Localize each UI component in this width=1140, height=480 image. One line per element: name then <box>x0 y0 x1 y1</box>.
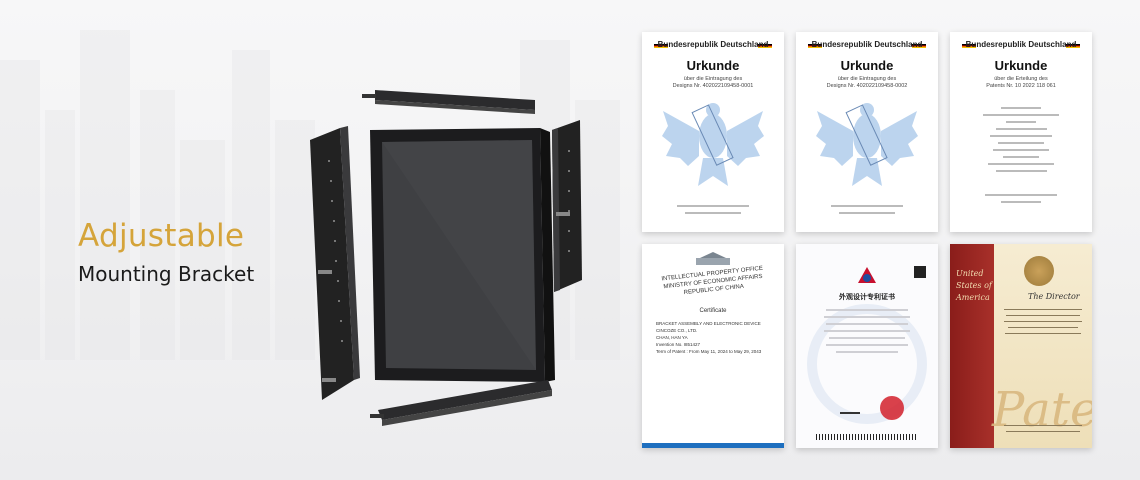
certificate-footer-lines <box>1002 420 1084 437</box>
certificate-title: 外观设计专利证书 <box>839 294 895 301</box>
german-flag-icon <box>1066 44 1080 48</box>
certificate-text-lines <box>970 102 1072 208</box>
us-title-line2: States of <box>956 281 992 290</box>
patent-script-word: Patent <box>992 382 1092 438</box>
certificate-subtitle-line1: über die Eintragung des <box>837 76 897 82</box>
certificate-header: Bundesrepublik Deutschland <box>965 40 1077 49</box>
barcode-icon <box>816 434 918 440</box>
headline: Adjustable Mounting Bracket <box>78 218 254 286</box>
certificate-subtitle: über die Eintragung des Designs Nr. 4020… <box>806 76 928 90</box>
certificate-title: Urkunde <box>994 58 1048 73</box>
certificate-germany-design-1: Bundesrepublik Deutschland Urkunde über … <box>642 32 784 232</box>
headline-subtitle: Mounting Bracket <box>78 262 255 286</box>
us-title-line1: United <box>956 269 984 278</box>
certificate-text-lines <box>1002 304 1084 339</box>
bottom-bracket <box>370 380 552 426</box>
monitor-bracket-illustration <box>310 90 582 426</box>
building-emblem-icon <box>696 252 730 265</box>
certificate-us-patent: United States of America The Director Pa… <box>950 244 1092 448</box>
gold-seal-icon <box>1024 256 1054 286</box>
eagle-watermark-icon <box>816 103 918 186</box>
headline-title: Adjustable <box>78 218 245 254</box>
certificate-china-design-patent: 外观设计专利证书 <box>796 244 938 448</box>
certificate-subtitle-line1: über die Erteilung des <box>994 76 1048 82</box>
certificate-germany-design-2: Bundesrepublik Deutschland Urkunde über … <box>796 32 938 232</box>
us-title-line3: America <box>956 293 990 302</box>
certificate-header: Bundesrepublik Deutschland <box>811 40 923 49</box>
certificate-subtitle: über die Erteilung des Patents Nr. 10 20… <box>960 76 1082 90</box>
left-bracket <box>310 126 360 400</box>
inventor-name: CHAN, HAN YA <box>656 335 688 340</box>
qr-code-icon <box>914 266 926 278</box>
german-flag-icon <box>912 44 926 48</box>
right-bracket <box>552 120 582 292</box>
certificate-text-lines <box>816 304 918 358</box>
certificate-body: BRACKET ASSEMBLY AND ELECTRONIC DEVICE C… <box>656 320 774 355</box>
issuing-office: INTELLECTUAL PROPERTY OFFICE MINISTRY OF… <box>642 263 784 302</box>
certificate-title: Urkunde <box>840 58 894 73</box>
official-seal-icon <box>880 396 904 420</box>
german-flag-icon <box>808 44 822 48</box>
eagle-watermark-icon <box>662 103 764 186</box>
certificate-text-lines <box>816 200 918 219</box>
certificate-title: Urkunde <box>686 58 740 73</box>
director-heading: The Director <box>1028 292 1080 301</box>
certificate-subtitle-line1: über die Eintragung des <box>683 76 743 82</box>
monitor <box>370 128 555 382</box>
certificate-number: Patents Nr. 10 2022 118 061 <box>986 83 1056 89</box>
signature <box>840 404 860 414</box>
certificate-number: Designs Nr. 402022109458-0001 <box>672 83 754 89</box>
certificate-header: Bundesrepublik Deutschland <box>657 40 769 49</box>
invention-title: BRACKET ASSEMBLY AND ELECTRONIC DEVICE <box>656 321 761 326</box>
certificate-taiwan-patent: INTELLECTUAL PROPERTY OFFICE MINISTRY OF… <box>642 244 784 448</box>
certificate-number: Designs Nr. 402022109458-0002 <box>826 83 908 89</box>
top-bracket <box>362 90 535 114</box>
german-flag-icon <box>654 44 668 48</box>
red-ribbon <box>950 244 994 448</box>
patent-term: Term of Patent : From May 11, 2024 to Ma… <box>656 349 762 354</box>
patentee-name: CINCOZE CO., LTD. <box>656 328 698 333</box>
german-flag-icon <box>758 44 772 48</box>
certificate-heading: Certificate <box>699 308 727 314</box>
patent-office-logo-icon <box>858 267 876 283</box>
certificate-text-lines <box>662 200 764 219</box>
us-title: United States of America <box>956 268 992 304</box>
german-flag-icon <box>962 44 976 48</box>
certificate-germany-patent: Bundesrepublik Deutschland Urkunde über … <box>950 32 1092 232</box>
patent-number: Invention No. I851427 <box>656 342 701 347</box>
certificate-subtitle: über die Eintragung des Designs Nr. 4020… <box>652 76 774 90</box>
blue-footer-bar <box>642 443 784 448</box>
